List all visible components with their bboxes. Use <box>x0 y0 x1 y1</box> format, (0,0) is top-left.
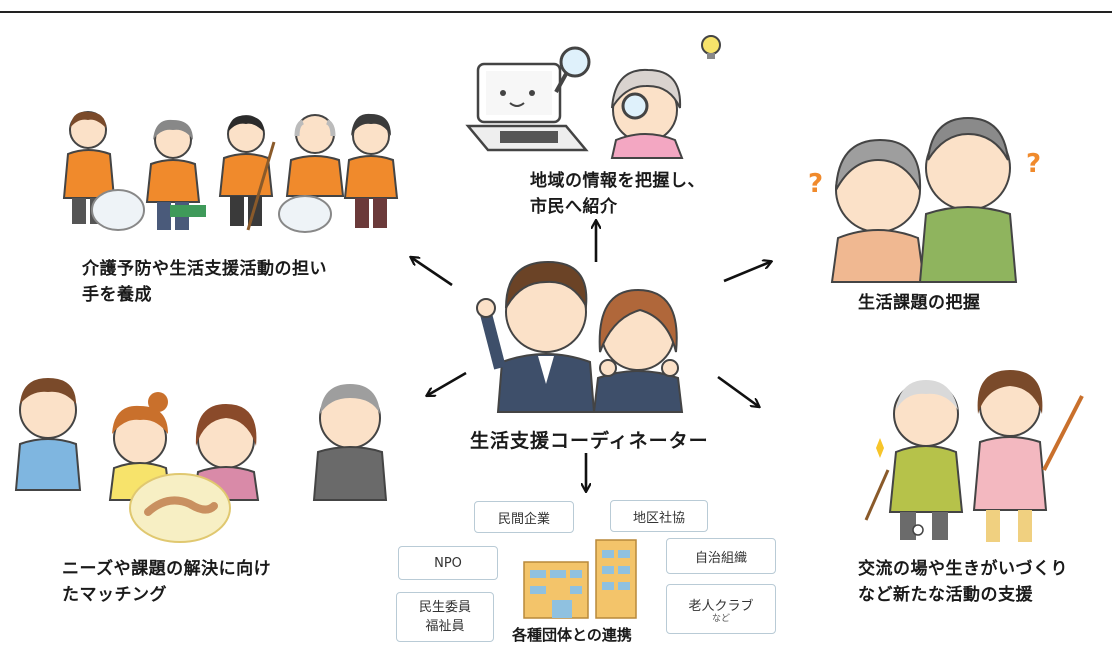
role-exchange-text: 交流の場や生きがいづくり など新たな活動の支援 <box>858 559 1068 605</box>
question-icon: ? <box>808 169 823 199</box>
arrow-up-left <box>412 258 453 287</box>
org-chip-sub: など <box>711 613 730 624</box>
lightbulb-icon <box>701 35 721 59</box>
role-info-text: 地域の情報を把握し、 市民へ紹介 <box>530 171 705 217</box>
org-chip-label: 老人クラブ <box>688 598 754 614</box>
coordinator-woman <box>592 288 684 413</box>
arrows <box>412 222 770 490</box>
gateball-elders <box>864 370 1084 542</box>
building-icon <box>523 539 637 619</box>
groups-caption: 各種団体との連携 <box>512 626 632 644</box>
org-chip-label: NPO <box>434 555 462 571</box>
org-chip-self-governing: 自治組織 <box>666 538 776 574</box>
elderly-couple-worried: ? ? <box>808 116 1041 283</box>
trash-bag <box>91 189 145 231</box>
elder-woman-magnifier <box>610 68 684 159</box>
matching-group <box>14 378 388 543</box>
role-matching-text: ニーズや課題の解決に向け たマッチング <box>62 559 272 605</box>
dustpan <box>170 205 206 217</box>
arrow-down-left <box>428 371 467 395</box>
org-chip-label: 民生委員 福祉員 <box>418 600 471 634</box>
top-rule <box>0 11 1112 13</box>
handshake-icon <box>129 473 231 543</box>
org-chip-label: 民間企業 <box>497 511 550 527</box>
org-chip-senior-club: 老人クラブ など <box>666 584 776 634</box>
arrow-up-right <box>723 262 770 283</box>
volunteers-group <box>62 111 399 233</box>
question-icon: ? <box>1026 149 1041 179</box>
laptop-icon <box>465 62 589 152</box>
center-title: 生活支援コーディネーター <box>470 430 709 452</box>
org-chip-label: 自治組織 <box>694 550 747 566</box>
role-training-text: 介護予防や生活支援活動の担い 手を養成 <box>82 259 327 305</box>
arrow-down-right <box>717 375 758 406</box>
coordinator-man <box>476 260 596 413</box>
magnifier-icon <box>554 46 591 93</box>
role-issues-text: 生活課題の把握 <box>858 293 981 313</box>
org-chip-private-company: 民間企業 <box>474 501 574 533</box>
org-chip-welfare-commissioner: 民生委員 福祉員 <box>396 592 494 642</box>
org-chip-district-council: 地区社協 <box>610 500 708 532</box>
org-chip-npo: NPO <box>398 546 498 580</box>
org-chip-label: 地区社協 <box>632 510 685 526</box>
